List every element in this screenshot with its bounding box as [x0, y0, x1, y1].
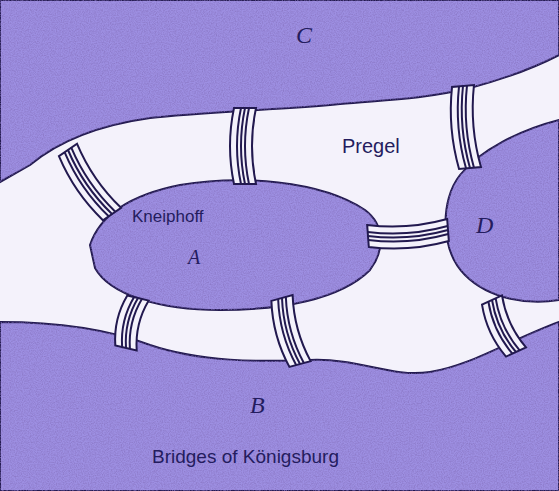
bridge-rail [488, 302, 512, 354]
bridge-rail [130, 299, 142, 349]
bridge-rail [458, 86, 466, 168]
island-a [90, 180, 381, 310]
bridge-rail [65, 152, 109, 216]
region-label: Kneiphoff [132, 208, 204, 227]
bridge-rail [245, 108, 249, 184]
region-label: A [188, 246, 200, 268]
bridge [451, 85, 481, 169]
land-c [0, 0, 559, 182]
caption: Bridges of Königsburg [152, 447, 339, 468]
bridge-rail [126, 298, 138, 348]
region-label: C [296, 22, 312, 48]
region-label: B [250, 392, 265, 418]
bridge-rail [278, 299, 296, 365]
region-label: D [476, 212, 493, 238]
region-label: Pregel [342, 135, 400, 157]
bridge-rail [237, 108, 241, 184]
bridge [230, 108, 256, 184]
bridge [115, 295, 149, 350]
bridge [367, 219, 449, 248]
bridge-rail [68, 150, 112, 214]
bridge-rail [122, 297, 134, 347]
bridge [59, 144, 121, 220]
bridge [271, 295, 310, 367]
bridge [482, 295, 526, 356]
bridge-rail [368, 234, 448, 242]
bridge-rail [241, 108, 245, 184]
